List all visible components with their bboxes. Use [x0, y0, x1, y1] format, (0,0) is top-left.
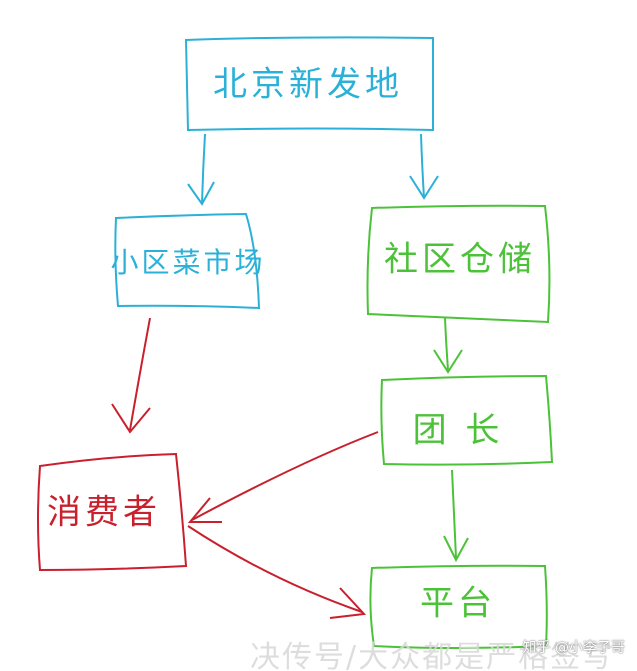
arrow-leader-to-platform — [443, 469, 469, 563]
node-platform-border — [369, 564, 548, 649]
node-community-warehouse: 社区仓储 — [366, 204, 551, 324]
node-community-market: 小区菜市场 — [110, 212, 265, 310]
watermark-credit: 知乎 @小李子哥 — [522, 640, 625, 656]
node-consumer-border — [37, 452, 188, 572]
node-consumer-label: 消费者 — [47, 493, 161, 533]
arrow-wholesale-to-warehouse — [409, 133, 439, 200]
node-platform: 平台 — [369, 564, 548, 649]
arrow-consumer-to-platform — [187, 525, 367, 619]
node-group-leader-border — [380, 374, 554, 466]
node-community-warehouse-label: 社区仓储 — [384, 240, 536, 280]
arrow-wholesale-to-market — [187, 133, 215, 206]
node-consumer: 消费者 — [37, 452, 188, 572]
node-community-warehouse-border — [366, 204, 551, 324]
node-community-market-border — [114, 212, 261, 310]
arrow-market-to-consumer — [111, 317, 151, 434]
node-group-leader-label: 团 长 — [413, 411, 504, 451]
node-beijing-wholesale-label: 北京新发地 — [213, 65, 403, 105]
arrow-leader-to-consumer — [187, 431, 379, 523]
arrow-warehouse-to-leader — [433, 317, 463, 374]
watermark-text: 决传号/大众都是严格签写 — [250, 640, 615, 671]
node-group-leader: 团 长 — [380, 374, 554, 466]
node-platform-label: 平台 — [420, 584, 496, 624]
node-beijing-wholesale: 北京新发地 — [184, 36, 434, 132]
node-community-market-label: 小区菜市场 — [110, 246, 265, 279]
node-beijing-wholesale-border — [184, 36, 434, 132]
